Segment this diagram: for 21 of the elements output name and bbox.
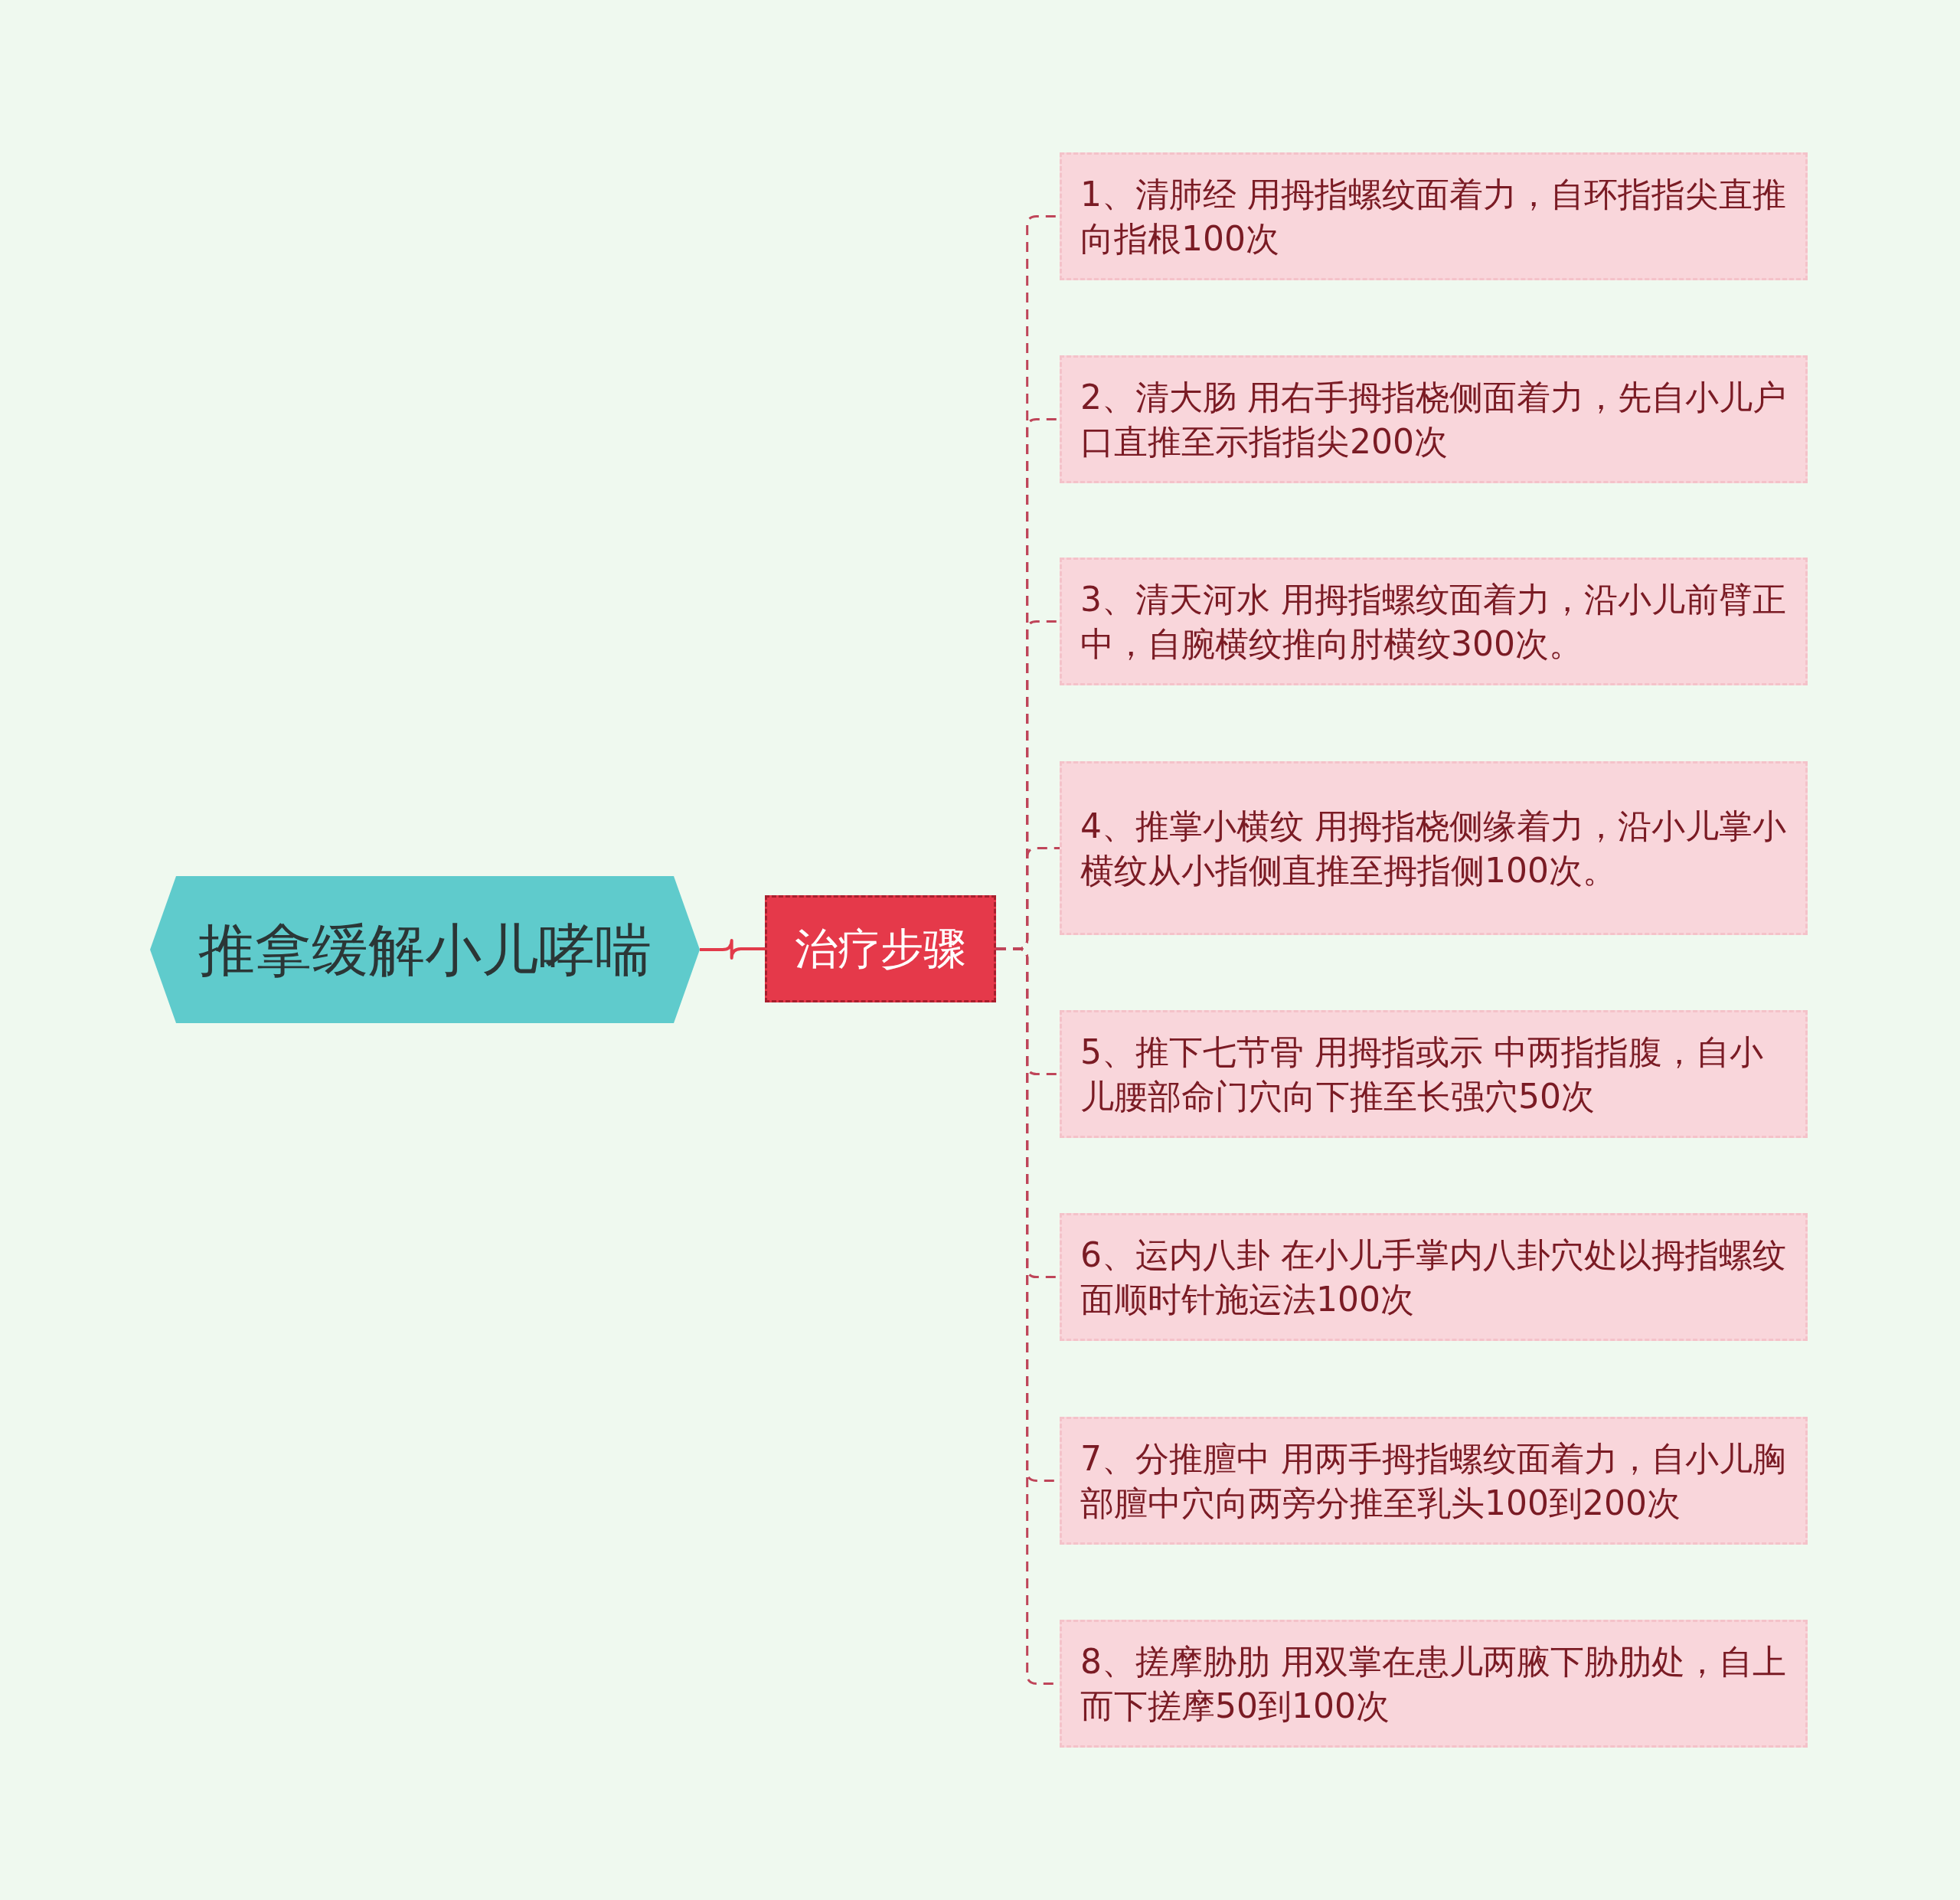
topic-hexagon bbox=[150, 876, 700, 1023]
step-text: 3、清天河水 用拇指螺纹面着力，沿小儿前臂正中，自腕横纹推向肘横纹300次。 bbox=[1080, 578, 1787, 665]
step-text: 8、搓摩胁肋 用双掌在患儿两腋下胁肋处，自上而下搓摩50到100次 bbox=[1080, 1640, 1787, 1727]
step-text: 7、分推膻中 用两手拇指螺纹面着力，自小儿胸部膻中穴向两旁分推至乳头100到200次 bbox=[1080, 1437, 1787, 1524]
step-card bbox=[1060, 761, 1808, 935]
step-card bbox=[1060, 1620, 1808, 1748]
step-text: 6、运内八卦 在小儿手掌内八卦穴处以拇指螺纹面顺时针施运法100次 bbox=[1080, 1234, 1787, 1320]
step-text: 5、推下七节骨 用拇指或示 中两指指腹，自小儿腰部命门穴向下推至长强穴50次 bbox=[1080, 1031, 1764, 1117]
step-card bbox=[1060, 558, 1808, 685]
step-card bbox=[1060, 1213, 1808, 1341]
step-card bbox=[1060, 1417, 1808, 1545]
step-text: 2、清大肠 用右手拇指桡侧面着力，先自小儿户口直推至示指指尖200次 bbox=[1080, 376, 1787, 463]
step-text: 4、推掌小横纹 用拇指桡侧缘着力，沿小儿掌小横纹从小指侧直推至拇指侧100次。 bbox=[1080, 805, 1787, 891]
step-card bbox=[1060, 152, 1808, 280]
step-card bbox=[1060, 355, 1808, 483]
step-text: 1、清肺经 用拇指螺纹面着力，自环指指尖直推向指根100次 bbox=[1080, 173, 1787, 260]
connector-line bbox=[700, 939, 765, 960]
category-box bbox=[765, 895, 996, 1002]
category-label: 治疗步骤 bbox=[795, 923, 966, 975]
step-card bbox=[1060, 1010, 1808, 1138]
topic-title: 推拿缓解小儿哮喘 bbox=[198, 915, 652, 984]
